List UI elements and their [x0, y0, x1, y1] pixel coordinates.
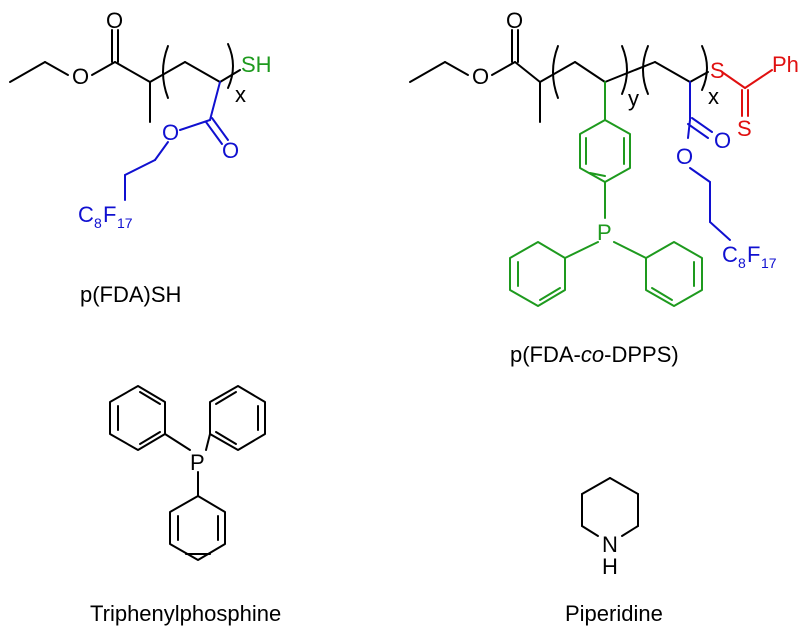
svg-text:C: C — [78, 202, 94, 227]
tpp-bonds — [109, 385, 266, 561]
pfdash-side-carbonyl-oxygen: O — [222, 138, 239, 163]
structure-triphenylphosphine: P Triphenylphosphine — [90, 385, 281, 626]
pfdash-close-bracket — [227, 43, 234, 89]
pfdash-blue-bonds — [124, 81, 229, 201]
svg-text:C: C — [722, 242, 738, 267]
pfdash-caption: p(FDA)SH — [80, 282, 181, 307]
pfdadpps-blue-bonds — [687, 81, 731, 241]
piperidine-caption: Piperidine — [565, 601, 663, 626]
svg-text:F: F — [747, 242, 760, 267]
svg-text:8: 8 — [738, 255, 746, 271]
pfdash-side-ester-oxygen: O — [162, 120, 179, 145]
pfdash-perfluoro-label: C 8 F 17 — [78, 202, 133, 231]
svg-text:F: F — [103, 202, 116, 227]
pfdadpps-thione-sulfur: S — [737, 116, 752, 141]
pfdadpps-side-carbonyl-oxygen: O — [714, 128, 731, 153]
piperidine-hydrogen: H — [602, 554, 618, 579]
pfdadpps-close-bracket-x — [701, 45, 708, 91]
pfdadpps-green-bonds — [509, 81, 703, 307]
pfdadpps-carbonyl-oxygen: O — [506, 8, 523, 33]
pfdash-thiol-label: SH — [241, 52, 272, 77]
pfdadpps-close-bracket-y — [621, 45, 628, 95]
pfdadpps-repeat-x: x — [708, 84, 719, 109]
piperidine-nitrogen: N — [602, 532, 618, 557]
pfdash-repeat-x: x — [235, 82, 246, 107]
structure-pfdadpps: O O y x S S Ph O O P C 8 F 17 p(FDA-co-D… — [409, 8, 799, 367]
pfdadpps-thio-sulfur: S — [710, 58, 725, 83]
pfdadpps-open-bracket-y — [552, 45, 559, 99]
tpp-phosphorus: P — [190, 450, 205, 475]
pfdadpps-side-ester-oxygen: O — [676, 144, 693, 169]
svg-text:17: 17 — [117, 215, 133, 231]
pfdadpps-phenyl-label: Ph — [772, 52, 799, 77]
pfdadpps-ester-oxygen: O — [472, 64, 489, 89]
pfdadpps-open-bracket-x — [642, 45, 649, 95]
pfdadpps-caption: p(FDA-co-DPPS) — [510, 342, 679, 367]
pfdadpps-perfluoro-label: C 8 F 17 — [722, 242, 777, 271]
pfdash-open-bracket — [162, 45, 169, 99]
structure-pfdash: O O SH x O O C 8 F 17 p(FDA)SH — [9, 8, 272, 307]
pfdadpps-repeat-y: y — [628, 86, 639, 111]
pfdash-carbonyl-oxygen: O — [106, 8, 123, 33]
pfdadpps-phosphorus: P — [597, 220, 612, 245]
structure-piperidine: N H Piperidine — [565, 477, 663, 626]
pfdash-ester-oxygen: O — [72, 64, 89, 89]
pfdash-black-bonds — [9, 29, 241, 123]
pfdadpps-black-bonds — [409, 29, 709, 123]
svg-text:8: 8 — [94, 215, 102, 231]
pfdadpps-red-bonds — [721, 69, 773, 117]
svg-text:17: 17 — [761, 255, 777, 271]
tpp-caption: Triphenylphosphine — [90, 601, 281, 626]
piperidine-bonds — [581, 477, 639, 537]
